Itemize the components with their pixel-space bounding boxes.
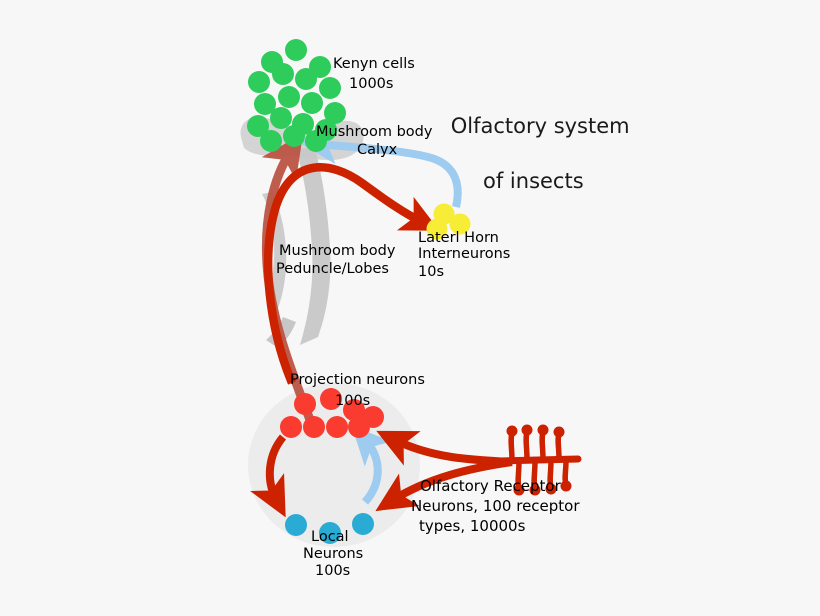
- lateral-horn-interneuron: [449, 213, 471, 235]
- kenyon-cell: [270, 107, 292, 129]
- local-neuron: [319, 522, 341, 544]
- kenyon-cell: [272, 63, 294, 85]
- projection-neuron: [348, 416, 370, 438]
- projection-neuron-cluster: [280, 388, 384, 438]
- projection-neuron: [343, 399, 365, 421]
- kenyon-cell: [260, 130, 282, 152]
- olfactory-receptor-neuron-shape: [496, 424, 582, 496]
- kenyon-cell: [278, 86, 300, 108]
- arrow-lateral-horn-to-calyx: [298, 127, 462, 208]
- arrow-pn-to-local-neurons: [250, 434, 287, 518]
- lateral-horn-interneuron: [426, 218, 448, 240]
- kenyon-cell: [285, 39, 307, 61]
- projection-neuron: [294, 393, 316, 415]
- local-neuron: [285, 514, 307, 536]
- lateral-horn-interneuron-cluster: [426, 203, 471, 240]
- mushroom-body-shape: [240, 117, 364, 348]
- kenyon-cell: [247, 115, 269, 137]
- kenyon-cell: [295, 68, 317, 90]
- local-neuron-cluster: [285, 513, 374, 544]
- kenyon-cell: [319, 77, 341, 99]
- mushroom-body-lobe-shape: [262, 192, 287, 308]
- kenyon-cell: [301, 92, 323, 114]
- kenyon-cell: [254, 93, 276, 115]
- projection-neuron: [303, 416, 325, 438]
- kenyon-cell: [305, 130, 327, 152]
- projection-neuron: [326, 416, 348, 438]
- kenyon-cell: [324, 102, 346, 124]
- arrow-local-neurons-to-pn: [351, 426, 392, 505]
- local-neuron: [352, 513, 374, 535]
- arrow-pn-to-lateral-horn: [263, 163, 440, 385]
- kenyon-cell: [283, 125, 305, 147]
- projection-neuron: [280, 416, 302, 438]
- kenyon-cell: [248, 71, 270, 93]
- projection-neuron: [320, 388, 342, 410]
- kenyon-cell-cluster: [247, 39, 346, 152]
- mushroom-body-peduncle-shape: [296, 146, 331, 345]
- arrow-orn-to-local-neurons: [375, 458, 513, 512]
